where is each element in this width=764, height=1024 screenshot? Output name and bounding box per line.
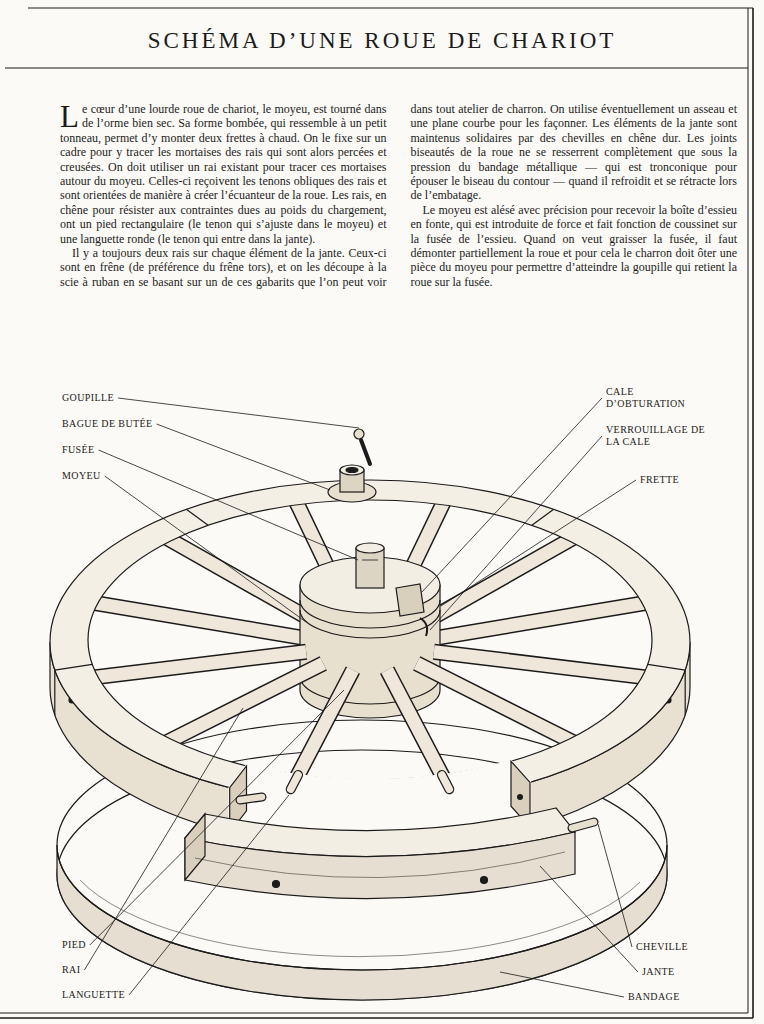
rim-gap	[517, 794, 523, 800]
front-spokes	[164, 663, 324, 744]
hub-drawing	[362, 560, 378, 561]
hub-drawing	[356, 543, 384, 553]
top-parts	[328, 429, 376, 502]
front-spokes	[417, 663, 577, 744]
rim-segment	[481, 877, 488, 884]
page-frame	[28, 7, 753, 8]
page-frame	[752, 8, 754, 1018]
spoke-tenons	[291, 775, 298, 789]
part-label: VERROUILLAGE DE LA CALE	[606, 424, 710, 448]
part-label: FUSÉE	[62, 444, 95, 456]
rim-top	[54, 670, 55, 715]
rim-segment	[572, 822, 594, 828]
back-spokes	[164, 536, 324, 627]
hub-drawing	[300, 543, 440, 718]
body-paragraph: Le cœur d’une lourde roue de chariot, le…	[60, 102, 387, 246]
page-frame	[0, 1017, 753, 1019]
page-title: SCHÉMA D’UNE ROUE DE CHARIOT	[0, 28, 764, 54]
rim-top	[55, 664, 92, 670]
rim-segment	[273, 881, 280, 888]
leader-line	[129, 795, 289, 995]
page-frame	[5, 67, 748, 68]
rim-top	[50, 480, 690, 804]
leader-line	[422, 398, 602, 592]
leader-line	[430, 436, 602, 630]
part-label: RAI	[62, 964, 80, 976]
front-spokes	[88, 652, 306, 678]
body-paragraph: Le moyeu est alésé avec précision pour r…	[411, 203, 738, 289]
front-spokes	[387, 670, 446, 782]
hub-drawing	[420, 618, 427, 636]
back-spokes	[434, 602, 652, 638]
leader-line	[99, 450, 358, 560]
leader-line	[500, 972, 624, 997]
spoke-tenons	[442, 775, 449, 789]
front-spokes	[434, 652, 652, 678]
leader-line	[84, 708, 243, 970]
part-label: CALE D’OBTURATION	[606, 386, 710, 410]
top-parts	[361, 440, 370, 464]
part-label: MOYEU	[62, 470, 101, 482]
front-spokes	[164, 663, 324, 744]
leader-line	[105, 476, 306, 622]
part-label: JANTE	[642, 966, 675, 978]
front-spokes	[417, 663, 577, 744]
front-spokes	[88, 652, 306, 678]
rim-segment	[185, 832, 575, 899]
rim-segment	[195, 852, 565, 878]
hub-drawing	[300, 610, 440, 638]
part-label: PIED	[62, 939, 86, 951]
back-spokes	[434, 602, 652, 638]
leader-line	[598, 824, 632, 947]
leader-line	[540, 866, 638, 972]
front-spokes	[294, 670, 353, 782]
front-spokes	[434, 652, 652, 678]
spoke-tenons	[442, 775, 449, 789]
leader-line	[90, 690, 344, 945]
front-spokes	[387, 670, 446, 782]
leader-line	[118, 398, 359, 428]
rim-gap	[240, 797, 262, 800]
page-frame	[748, 8, 749, 1013]
leader-line	[157, 424, 330, 490]
part-label: FRETTE	[640, 474, 679, 486]
page-frame	[0, 8, 753, 1018]
rim-gap	[240, 797, 262, 800]
rim-top	[50, 480, 690, 804]
leader-line	[441, 480, 636, 606]
part-label: LANGUETTE	[62, 989, 125, 1001]
part-label: CHEVILLE	[636, 941, 688, 953]
rim-top	[685, 670, 686, 715]
page-frame	[0, 1013, 748, 1014]
rim-segment	[572, 822, 594, 828]
part-label: GOUPILLE	[62, 392, 114, 404]
part-label: BANDAGE	[628, 991, 680, 1003]
top-parts	[346, 468, 358, 473]
top-parts	[354, 429, 364, 439]
top-parts	[340, 465, 364, 475]
hub-drawing	[300, 676, 440, 704]
hub-drawing	[356, 548, 384, 588]
part-label: BAGUE DE BUTÉE	[62, 418, 153, 430]
rim-segment	[185, 808, 594, 899]
spoke-tenons	[291, 775, 450, 789]
rim-top	[648, 664, 685, 670]
front-spokes	[294, 670, 353, 782]
spoke-tenons	[291, 775, 298, 789]
body-columns: Le cœur d’une lourde roue de chariot, le…	[60, 102, 737, 289]
rim-top	[186, 509, 208, 525]
back-spokes	[164, 536, 324, 627]
hub-drawing	[396, 584, 424, 616]
